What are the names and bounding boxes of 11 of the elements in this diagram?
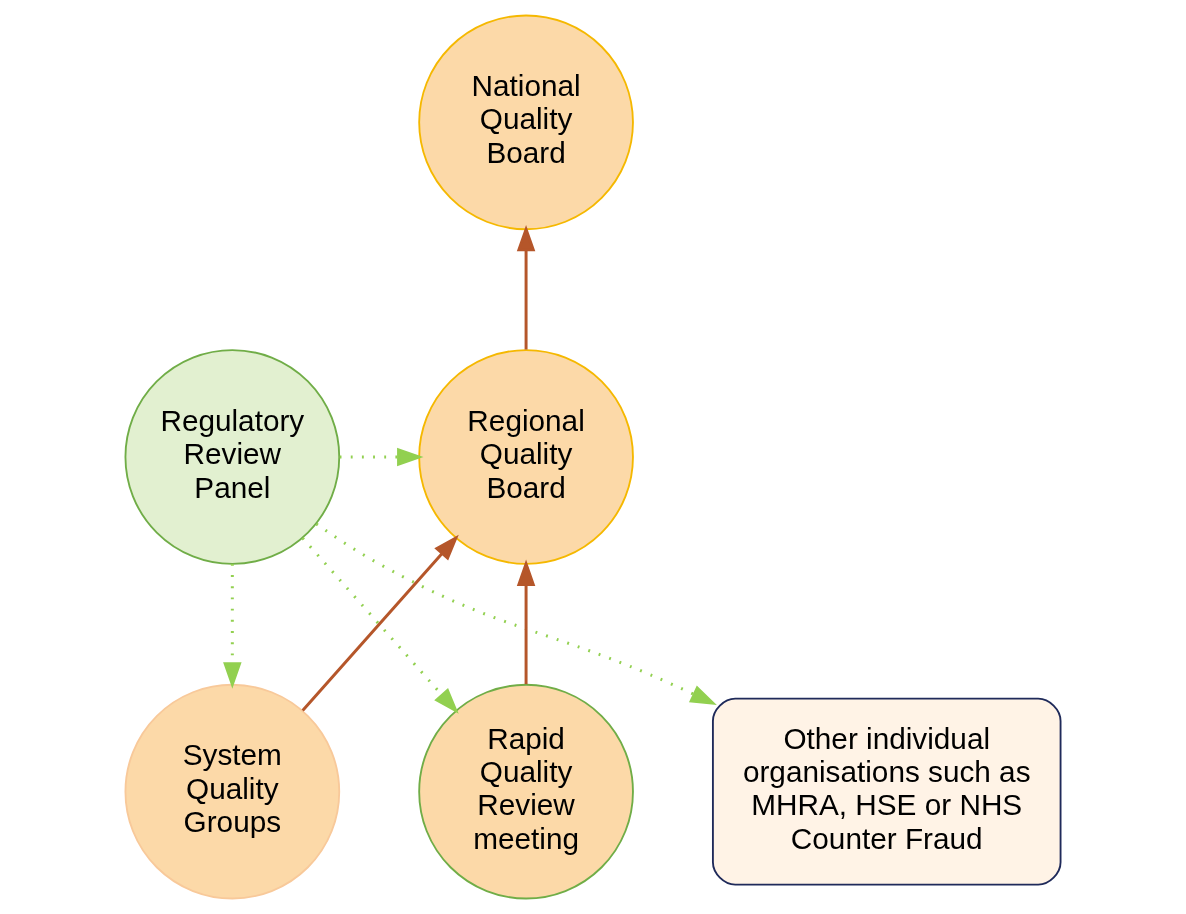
arrow — [223, 564, 242, 689]
arrow — [315, 522, 717, 705]
node-circle: System Quality Groups — [124, 683, 341, 900]
node-box: Other individual organisations such as MHRA, HSE or NHS Counter Fraud — [712, 697, 1062, 886]
node-circle: Rapid Quality Review meeting — [418, 683, 634, 900]
arrow — [516, 224, 536, 350]
arrow — [339, 447, 424, 467]
node-circle: National Quality Board — [418, 14, 634, 231]
node-circle: Regulatory Review Panel — [124, 349, 341, 565]
arrow — [516, 559, 536, 685]
node-circle: Regional Quality Board — [418, 349, 634, 565]
